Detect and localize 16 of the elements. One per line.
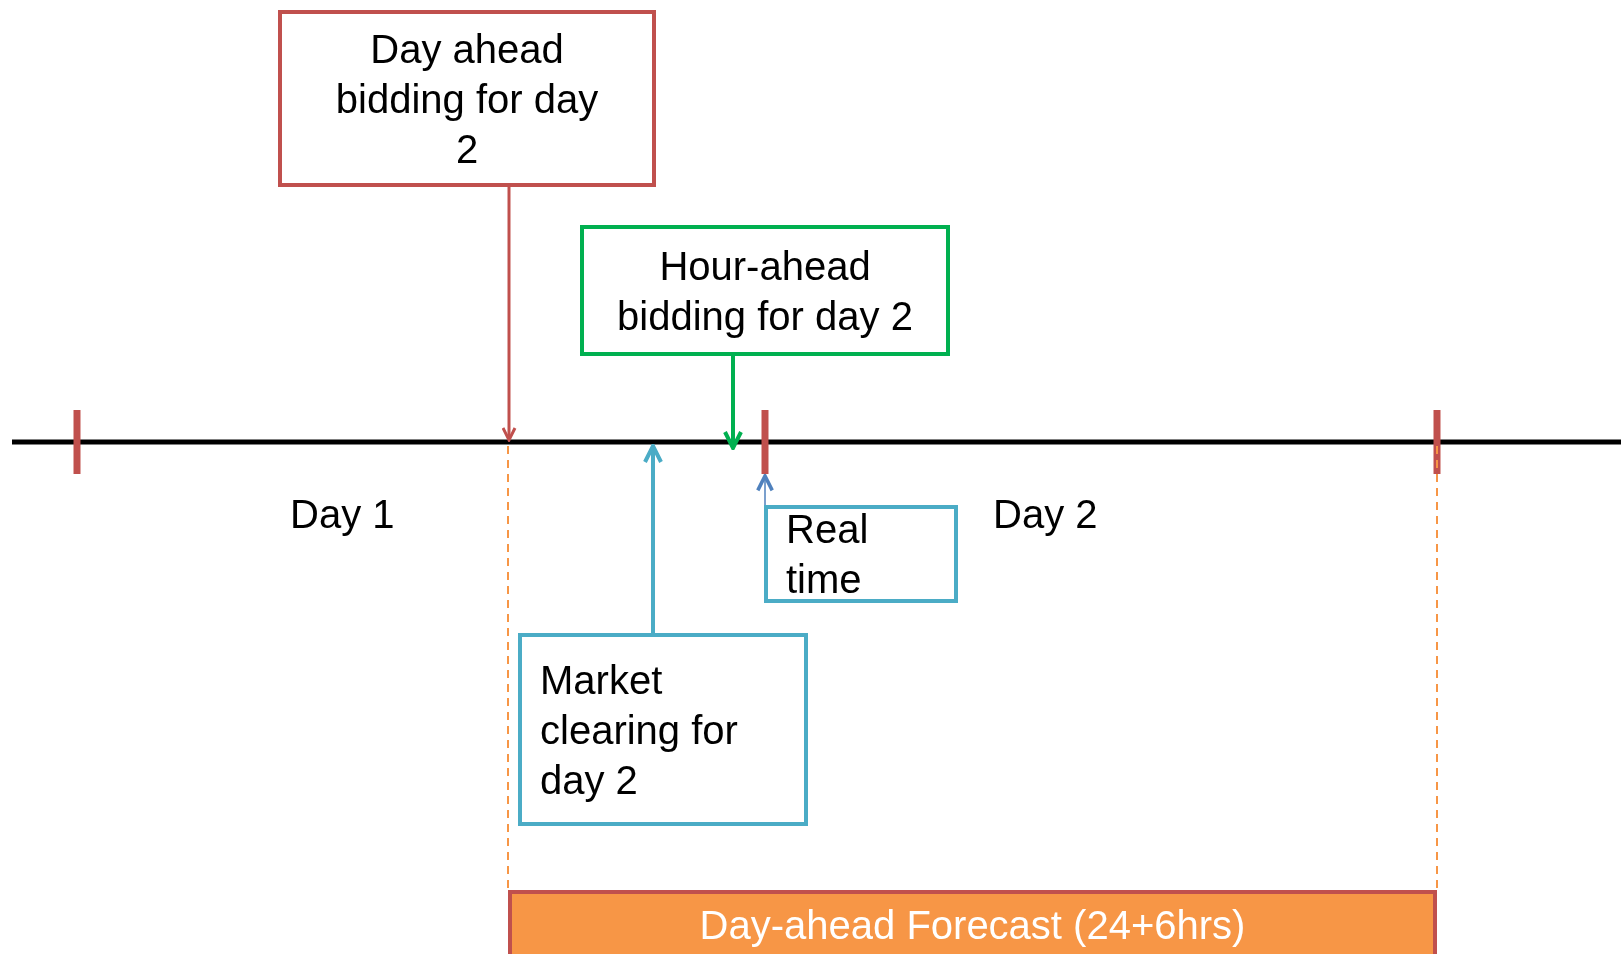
clearing-box [518, 633, 808, 826]
forecast-bar [508, 890, 1437, 954]
bar-label: Day-ahead Forecast (24+6hrs) [699, 902, 1246, 949]
arrow [756, 474, 774, 506]
arrow [643, 444, 663, 633]
box-text: Market clearing for day 2 [540, 656, 739, 804]
box-text: Day ahead bidding for day 2 [334, 25, 600, 173]
arrow [501, 187, 517, 442]
bidding-box [278, 10, 656, 187]
box-text: Hour-ahead bidding for day 2 [616, 242, 914, 340]
day-label: Day 1 [290, 492, 395, 537]
arrow [723, 356, 743, 450]
day-label: Day 2 [993, 492, 1098, 537]
real-time-box [764, 505, 958, 603]
bidding-box [580, 225, 950, 356]
box-text: Real time [786, 506, 870, 603]
